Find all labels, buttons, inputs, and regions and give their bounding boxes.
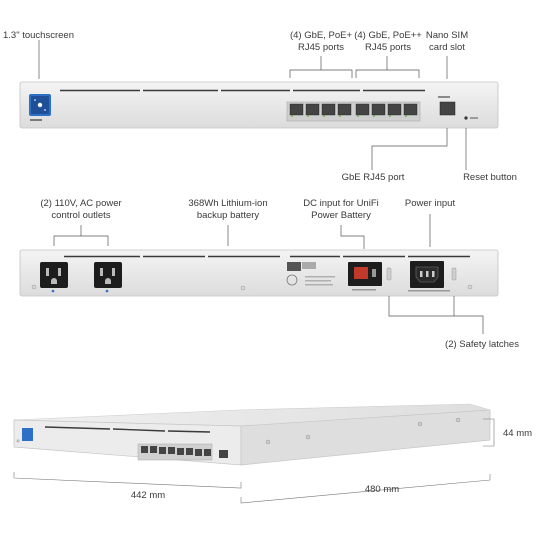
poe-plus-label-line2: RJ45 ports <box>298 42 344 53</box>
poe-plus-plus-label-line2: RJ45 ports <box>365 42 411 53</box>
touchscreen-label: 1.3" touchscreen <box>3 30 74 41</box>
outlets-label-line1: (2) 110V, AC power <box>40 198 122 209</box>
battery-label-line2: backup battery <box>196 210 260 221</box>
touchscreen-icon <box>29 94 51 116</box>
height-dimension-label: 44 mm <box>503 428 533 439</box>
dc-input-label-line1: DC input for UniFi <box>303 198 379 209</box>
power-inlet-icon <box>408 261 450 292</box>
gbe-port-icon <box>439 101 456 116</box>
safety-latch-icon <box>451 267 457 281</box>
poe-plus-plus-label-line1: (4) GbE, PoE++ <box>354 30 422 41</box>
rear-callouts <box>53 214 484 334</box>
safety-latch-icon <box>386 267 392 281</box>
dimension-lines <box>13 418 495 504</box>
depth-dimension-label: 480 mm <box>364 484 400 495</box>
ubiquiti-logo-icon <box>286 262 335 286</box>
perspective-chassis <box>13 403 491 466</box>
front-callouts <box>38 40 467 170</box>
battery-label-line1: 368Wh Lithium-ion <box>188 198 268 209</box>
power-input-label: Power input <box>404 198 456 209</box>
sim-slot-label-line1: Nano SIM <box>425 30 469 41</box>
poe-port-block <box>286 101 421 122</box>
reset-button-icon <box>464 116 468 120</box>
safety-latches-label: (2) Safety latches <box>445 339 519 350</box>
rear-panel <box>19 249 499 297</box>
gbe-port-label: GbE RJ45 port <box>341 172 405 183</box>
ac-outlet-icon <box>40 262 122 288</box>
dc-input-label-line2: Power Battery <box>311 210 371 221</box>
reset-button-label: Reset button <box>463 172 517 183</box>
sim-slot-label-line2: card slot <box>429 42 465 53</box>
dc-input-icon <box>348 262 382 291</box>
poe-plus-label-line1: (4) GbE, PoE+ <box>289 30 353 41</box>
width-dimension-label: 442 mm <box>130 490 166 501</box>
front-panel <box>19 81 499 129</box>
outlets-label-line2: control outlets <box>51 210 111 221</box>
